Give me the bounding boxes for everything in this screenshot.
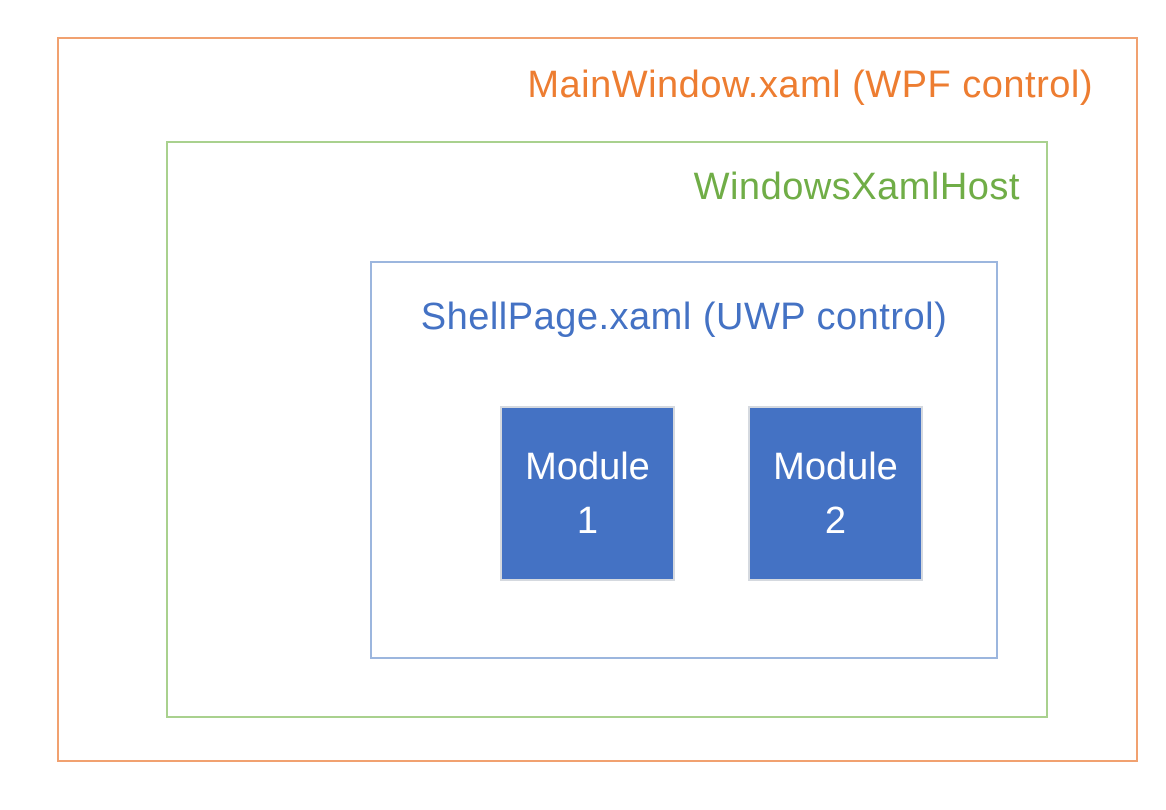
mainwindow-wpf-label: MainWindow.xaml (WPF control) <box>527 64 1093 106</box>
mainwindow-wpf-box: MainWindow.xaml (WPF control) WindowsXam… <box>57 37 1138 762</box>
module-2-label-line2: 2 <box>824 499 847 542</box>
windows-xaml-host-box: WindowsXamlHost ShellPage.xaml (UWP cont… <box>166 141 1048 718</box>
shellpage-uwp-box: ShellPage.xaml (UWP control) Module 1 Mo… <box>370 261 998 659</box>
module-1-label-line2: 1 <box>576 499 599 542</box>
shellpage-uwp-label: ShellPage.xaml (UWP control) <box>420 296 948 338</box>
module-2-label-line1: Module <box>773 445 898 488</box>
module-1-box: Module 1 <box>500 406 675 581</box>
module-2-box: Module 2 <box>748 406 923 581</box>
module-1-label-line1: Module <box>525 445 650 488</box>
windows-xaml-host-label: WindowsXamlHost <box>693 166 1020 208</box>
